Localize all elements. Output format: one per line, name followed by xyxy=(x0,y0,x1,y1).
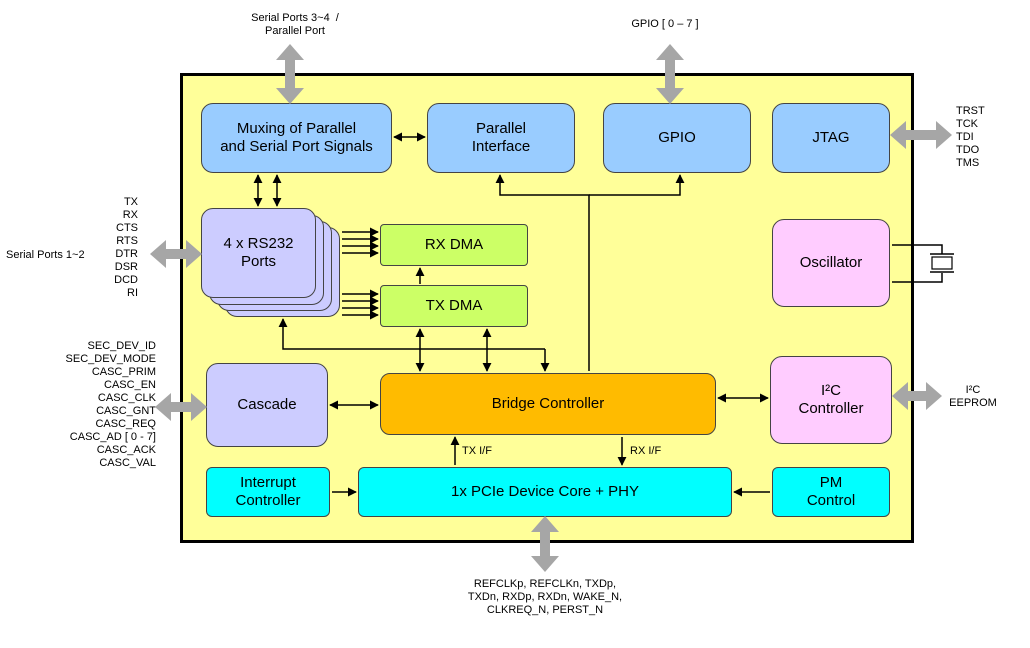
gpio-block: GPIO xyxy=(603,103,751,173)
serial-ports-arrow xyxy=(150,240,202,268)
crystal-lead xyxy=(892,273,943,283)
i2c-eeprom-label: I²C EEPROM xyxy=(949,384,997,409)
jtag-block: JTAG xyxy=(772,103,890,173)
parallel-interface-block: Parallel Interface xyxy=(427,103,575,173)
jtag-signals-label: TRST TCK TDI TDO TMS xyxy=(956,105,985,169)
pcie-signals-label: REFCLKp, REFCLKn, TXDp, TXDn, RXDp, RXDn… xyxy=(467,578,623,616)
cascade-signals-arrow xyxy=(155,393,207,421)
gpio-bus-label: GPIO [ 0 – 7 ] xyxy=(631,18,699,30)
mux-block: Muxing of Parallel and Serial Port Signa… xyxy=(201,103,392,173)
interrupt-controller-block: Interrupt Controller xyxy=(206,467,330,517)
cascade-block: Cascade xyxy=(206,363,328,447)
pcie-signals-arrow xyxy=(531,516,559,572)
crystal-icon xyxy=(930,253,954,273)
rs232-bridge-bus xyxy=(278,318,545,350)
i2c-eeprom-arrow xyxy=(892,382,942,410)
pcie-core-block: 1x PCIe Device Core + PHY xyxy=(358,467,732,517)
pm-control-block: PM Control xyxy=(772,467,890,517)
serial-signals-label: TX RX CTS RTS DTR DSR DCD RI xyxy=(114,196,138,299)
internal-connectors xyxy=(253,132,943,497)
crystal-lead xyxy=(892,244,943,254)
rx-if-label: RX I/F xyxy=(630,445,662,457)
tx-if-label: TX I/F xyxy=(462,445,492,457)
rs232-ports-block: 4 x RS232 Ports xyxy=(201,208,316,298)
gpio-bus-arrow xyxy=(656,44,684,104)
serial-ports-1-2-label: Serial Ports 1~2 xyxy=(6,249,85,261)
i2c-controller-block: I²C Controller xyxy=(770,356,892,444)
bridge-gpio-link xyxy=(589,174,685,196)
jtag-signals-arrow xyxy=(890,121,952,149)
cascade-signals-label: SEC_DEV_ID SEC_DEV_MODE CASC_PRIM CASC_E… xyxy=(65,340,156,469)
oscillator-block: Oscillator xyxy=(772,219,890,307)
serial-parallel-port-label: Serial Ports 3~4 / Parallel Port xyxy=(251,12,339,37)
external-arrows xyxy=(150,44,952,572)
bridge-controller-block: Bridge Controller xyxy=(380,373,716,435)
rx-dma-block: RX DMA xyxy=(380,224,528,266)
serial-parallel-port-arrow xyxy=(276,44,304,104)
tx-dma-block: TX DMA xyxy=(380,285,528,327)
bridge-parallel-link xyxy=(495,174,590,371)
